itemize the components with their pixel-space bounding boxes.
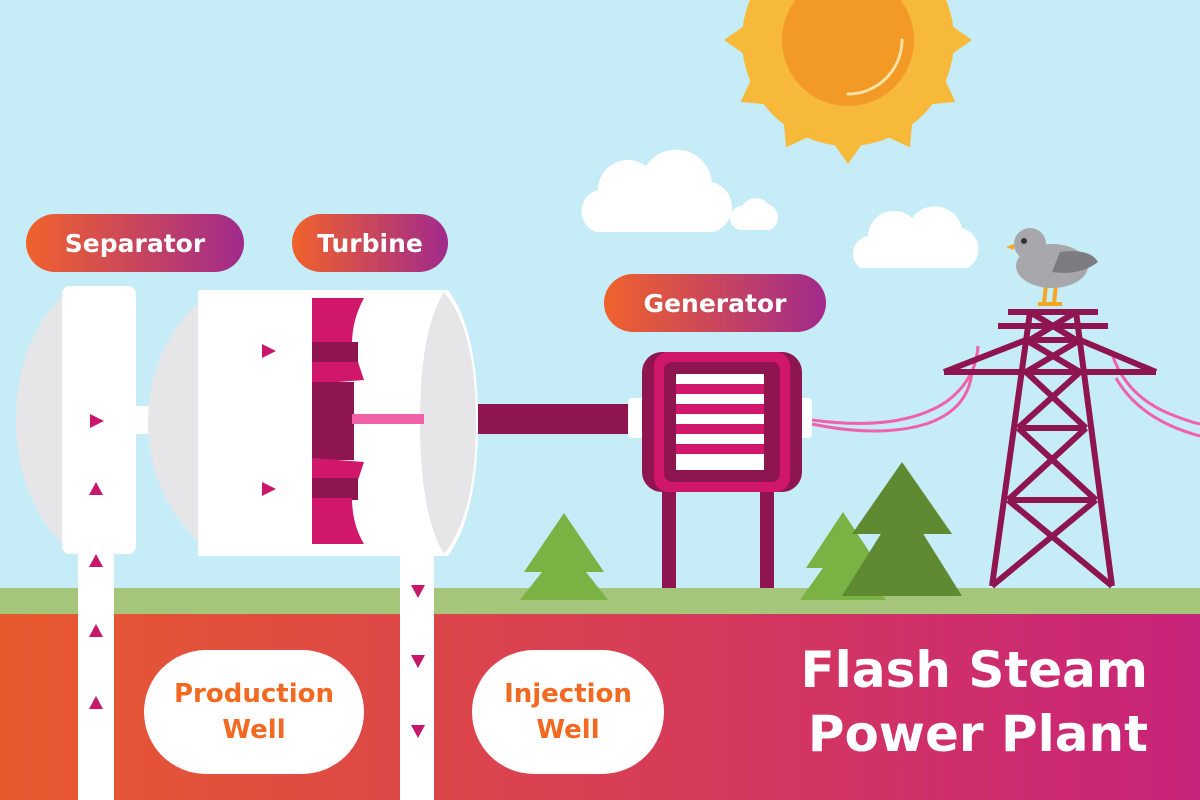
- drive-shaft: [478, 404, 630, 434]
- title-line1: Flash Steam: [800, 641, 1148, 699]
- separator-label-text: Separator: [64, 228, 206, 258]
- page-title: Flash Steam Power Plant: [728, 638, 1148, 766]
- pine-tree-icon: [520, 513, 608, 600]
- bird-icon: [1006, 228, 1098, 306]
- production-well-line1: Production: [174, 679, 334, 709]
- flow-arrows-production: [89, 554, 103, 709]
- production-well-line2: Well: [222, 715, 286, 745]
- generator-label-text: Generator: [643, 288, 787, 318]
- title-line2: Power Plant: [807, 705, 1148, 763]
- injection-well-pipe: [400, 540, 434, 800]
- production-well-pipe: [78, 540, 114, 800]
- flow-arrows-injection: [411, 585, 425, 738]
- turbine-label-text: Turbine: [317, 228, 423, 258]
- sun-icon: [724, 0, 972, 164]
- injection-well-line1: Injection: [504, 679, 632, 709]
- cloud-icon: [852, 206, 979, 268]
- generator-unit: [642, 352, 802, 588]
- cloud-icon: [581, 149, 732, 232]
- generator-label: Generator: [604, 274, 826, 332]
- cloud-icon: [730, 198, 778, 230]
- separator-label: Separator: [26, 214, 244, 272]
- injection-well-line2: Well: [536, 715, 600, 745]
- separator-tank: [16, 286, 136, 554]
- turbine-label: Turbine: [292, 214, 448, 272]
- turbine-rotor: [312, 298, 424, 544]
- transmission-tower-icon: [942, 309, 1158, 589]
- pine-tree-icon: [842, 462, 962, 596]
- injection-well-label: Injection Well: [472, 650, 664, 774]
- production-well-label: Production Well: [144, 650, 364, 774]
